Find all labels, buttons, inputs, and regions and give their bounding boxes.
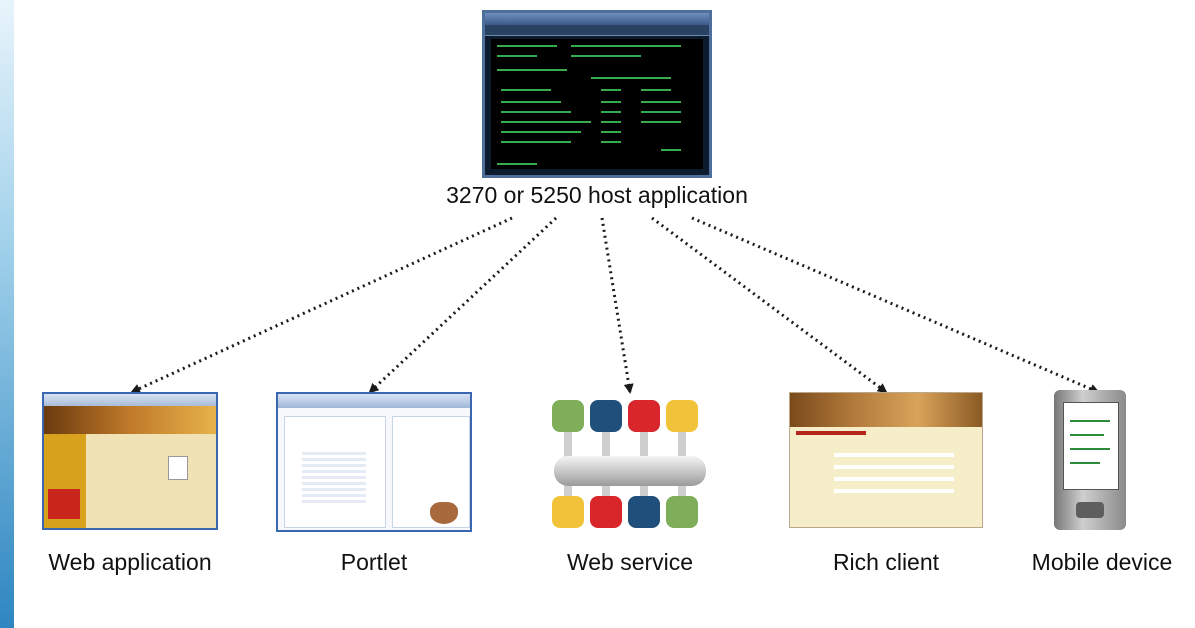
rich-client-screenshot-icon	[789, 392, 983, 528]
rich-client-label: Rich client	[832, 549, 940, 575]
left-edge-gradient	[0, 0, 14, 628]
host-terminal-screen-icon	[482, 10, 712, 178]
web-service-cubes-icon	[552, 400, 706, 528]
web-service-label: Web service	[566, 549, 694, 575]
arrow-to-web-service	[600, 217, 634, 394]
host-label: 3270 or 5250 host application	[446, 182, 748, 208]
arrow-to-mobile-device	[691, 216, 1100, 394]
portlet-label: Portlet	[340, 549, 408, 575]
web-application-screenshot-icon	[42, 392, 218, 530]
arrow-to-rich-client	[651, 216, 888, 394]
arrow-to-portlet	[368, 216, 558, 394]
mobile-device-icon	[1054, 390, 1126, 530]
portlet-screenshot-icon	[276, 392, 472, 532]
mobile-device-label: Mobile device	[1031, 549, 1173, 575]
web-application-label: Web application	[48, 549, 212, 575]
arrow-to-web-application	[130, 216, 513, 394]
